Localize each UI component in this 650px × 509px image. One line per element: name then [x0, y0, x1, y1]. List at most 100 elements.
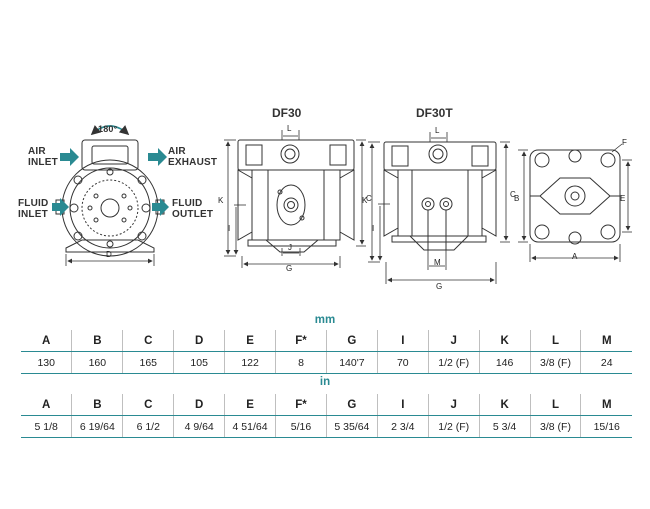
fluid-outlet-label: FLUID OUTLET: [172, 198, 213, 220]
value-cell: 122: [224, 351, 276, 374]
side-view-pump: [529, 149, 621, 245]
header-cell: C: [122, 394, 174, 416]
flow-arrows: [52, 148, 169, 216]
dim-label-g-df30t: G: [436, 282, 443, 291]
value-cell: 24: [580, 351, 632, 374]
air-exhaust-label-line1: AIR: [168, 146, 186, 157]
header-cell: L: [529, 330, 581, 352]
table-row: 5 1/8 6 19/64 6 1/2 4 9/64 4 51/64 5/16 …: [21, 415, 632, 438]
dim-label-l-df30: L: [287, 124, 292, 133]
dim-label-c-df30t: C: [510, 190, 516, 199]
value-cell: 8: [275, 351, 327, 374]
pump-dimension-drawing: [52, 125, 632, 284]
header-cell: I: [376, 394, 429, 416]
header-cell: M: [580, 394, 632, 416]
dim-label-g-df30: G: [286, 264, 293, 273]
dim-label-k-df30t: K: [362, 196, 368, 205]
dim-label-c-df30: C: [366, 194, 372, 203]
value-cell: 3/8 (F): [529, 351, 581, 374]
fluid-outlet-label-line1: FLUID: [172, 198, 203, 209]
value-cell: 15/16: [580, 415, 632, 438]
air-inlet-label: AIR INLET: [28, 146, 58, 168]
unit-heading-mm: mm: [314, 314, 336, 326]
header-cell: G: [325, 330, 378, 352]
header-cell: D: [173, 394, 225, 416]
header-cell: G: [325, 394, 378, 416]
df30-dimensions: [224, 130, 366, 268]
dim-label-l-df30t: L: [435, 126, 440, 135]
header-cell: B: [71, 394, 123, 416]
table-row: 130 160 165 105 122 8 140'7 70 1/2 (F) 1…: [21, 351, 632, 374]
dim-label-f: F: [622, 138, 627, 147]
header-cell: J: [427, 330, 480, 352]
header-cell: C: [122, 330, 174, 352]
dim-label-d: D: [106, 250, 112, 259]
fluid-outlet-arrow: [152, 198, 169, 216]
dim-label-k-df30: K: [218, 196, 224, 205]
rotation-label: 180°: [98, 124, 118, 134]
value-cell: 5 35/64: [325, 415, 378, 438]
header-cell: F*: [275, 330, 327, 352]
df30t-view: [383, 141, 497, 251]
header-cell: K: [478, 330, 531, 352]
value-cell: 6 1/2: [122, 415, 174, 438]
header-cell: D: [173, 330, 225, 352]
header-cell: I: [376, 330, 429, 352]
dim-label-i-df30: I: [228, 224, 231, 233]
value-cell: 1/2 (F): [427, 351, 480, 374]
header-cell: K: [478, 394, 531, 416]
header-cell: M: [580, 330, 632, 352]
air-exhaust-arrow: [148, 148, 167, 166]
header-cell: A: [21, 394, 72, 416]
dimension-d: [65, 254, 155, 266]
front-view-pump: [55, 139, 165, 257]
dim-label-m: M: [434, 258, 441, 267]
side-view-dimensions: [518, 143, 632, 262]
dimension-table-in: A B C D E F* G I J K L M 5 1/8 6 19/64 6…: [21, 394, 632, 438]
model-title-df30: DF30: [272, 106, 302, 120]
table-header-row: A B C D E F* G I J K L M: [21, 330, 632, 352]
df30-view: [237, 139, 355, 253]
header-cell: J: [427, 394, 480, 416]
fluid-inlet-label-line2: INLET: [18, 209, 48, 220]
air-exhaust-label-line2: EXHAUST: [168, 157, 218, 168]
dimension-table-mm: A B C D E F* G I J K L M 130 160 165 105…: [21, 330, 632, 374]
header-cell: F*: [275, 394, 327, 416]
header-cell: B: [71, 330, 123, 352]
value-cell: 5 3/4: [478, 415, 531, 438]
value-cell: 130: [21, 351, 72, 374]
value-cell: 4 9/64: [173, 415, 225, 438]
value-cell: 165: [122, 351, 174, 374]
fluid-inlet-arrow: [52, 198, 69, 216]
model-title-df30t: DF30T: [416, 106, 453, 120]
unit-heading-in: in: [319, 376, 331, 388]
header-cell: E: [224, 394, 276, 416]
rotation-arc: [90, 125, 130, 136]
value-cell: 3/8 (F): [529, 415, 581, 438]
df30t-dimensions: [368, 132, 510, 284]
dim-label-a: A: [572, 252, 578, 261]
fluid-outlet-label-line2: OUTLET: [172, 209, 214, 220]
dim-label-b: B: [514, 194, 520, 203]
value-cell: 140'7: [325, 351, 378, 374]
header-cell: L: [529, 394, 581, 416]
air-inlet-arrow: [60, 148, 79, 166]
value-cell: 6 19/64: [71, 415, 123, 438]
value-cell: 70: [376, 351, 429, 374]
header-cell: E: [224, 330, 276, 352]
value-cell: 4 51/64: [224, 415, 276, 438]
dim-label-j: J: [288, 243, 292, 252]
table-header-row: A B C D E F* G I J K L M: [21, 394, 632, 416]
value-cell: 1/2 (F): [427, 415, 480, 438]
air-inlet-label-line2: INLET: [28, 157, 58, 168]
header-cell: A: [21, 330, 72, 352]
air-inlet-label-line1: AIR: [28, 146, 46, 157]
value-cell: 160: [71, 351, 123, 374]
value-cell: 5/16: [275, 415, 327, 438]
value-cell: 146: [478, 351, 531, 374]
air-exhaust-label: AIR EXHAUST: [168, 146, 217, 168]
fluid-inlet-label-line1: FLUID: [18, 198, 49, 209]
dim-label-i-df30t: I: [372, 224, 375, 233]
value-cell: 105: [173, 351, 225, 374]
fluid-inlet-label: FLUID INLET: [18, 198, 48, 220]
